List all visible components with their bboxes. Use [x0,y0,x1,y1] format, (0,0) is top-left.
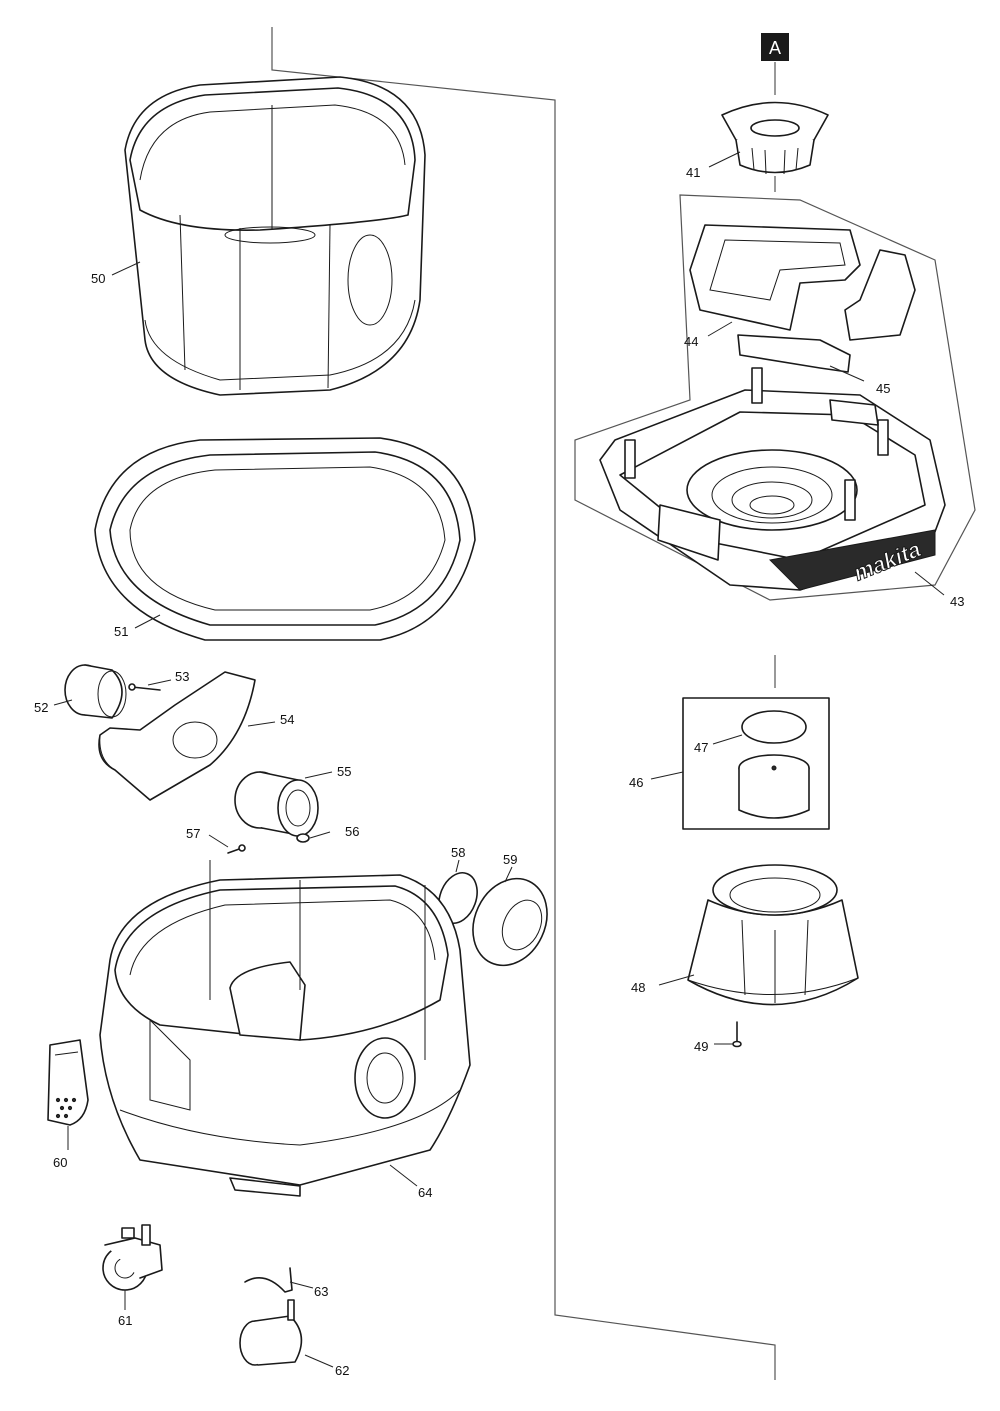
section-marker-label: A [769,38,781,58]
part-51-gasket-ring [94,437,476,641]
label-55: 55 [337,764,351,779]
part-45-pad [737,334,851,373]
part-64-tank-lower [99,860,471,1197]
part-50-tank-upper [124,76,426,396]
label-63: 63 [314,1284,328,1299]
part-54-deflector [98,671,256,801]
part-48-filter-holder [687,864,859,1006]
part-56-plug [296,833,310,843]
part-59-port-ring [472,877,548,967]
label-45: 45 [876,381,890,396]
section-marker-a: A [761,33,789,61]
part-53-screw [128,683,161,691]
right-group-outline [574,194,976,601]
part-labels: 41 44 45 43 47 46 48 49 50 51 52 53 54 5… [34,165,964,1378]
part-49-screw [732,1021,742,1048]
label-60: 60 [53,1155,67,1170]
leader-lines [53,151,945,1368]
part-43-head-housing: makita [599,367,946,591]
part-52-hose-ring [64,664,127,719]
label-58: 58 [451,845,465,860]
label-47: 47 [694,740,708,755]
part-47-filter-disc [741,710,807,744]
label-61: 61 [118,1313,132,1328]
part-57-screw [227,844,246,854]
label-53: 53 [175,669,189,684]
label-59: 59 [503,852,517,867]
filter-cartridge [738,754,810,819]
label-41: 41 [686,165,700,180]
label-62: 62 [335,1363,349,1378]
label-49: 49 [694,1039,708,1054]
part-60-latch [47,1039,89,1126]
label-56: 56 [345,824,359,839]
part-41-cap [721,101,829,175]
label-54: 54 [280,712,294,727]
label-52: 52 [34,700,48,715]
label-43: 43 [950,594,964,609]
part-44-top-frame [689,224,916,341]
part-63-spring-wire [244,1267,293,1293]
part-62-caster [239,1299,303,1366]
part-61-caster-with-brake [102,1224,163,1291]
label-48: 48 [631,980,645,995]
label-57: 57 [186,826,200,841]
label-51: 51 [114,624,128,639]
label-44: 44 [684,334,698,349]
label-64: 64 [418,1185,432,1200]
left-group-outline [271,27,776,1380]
part-55-inlet-fitting [234,771,319,837]
label-46: 46 [629,775,643,790]
label-50: 50 [91,271,105,286]
